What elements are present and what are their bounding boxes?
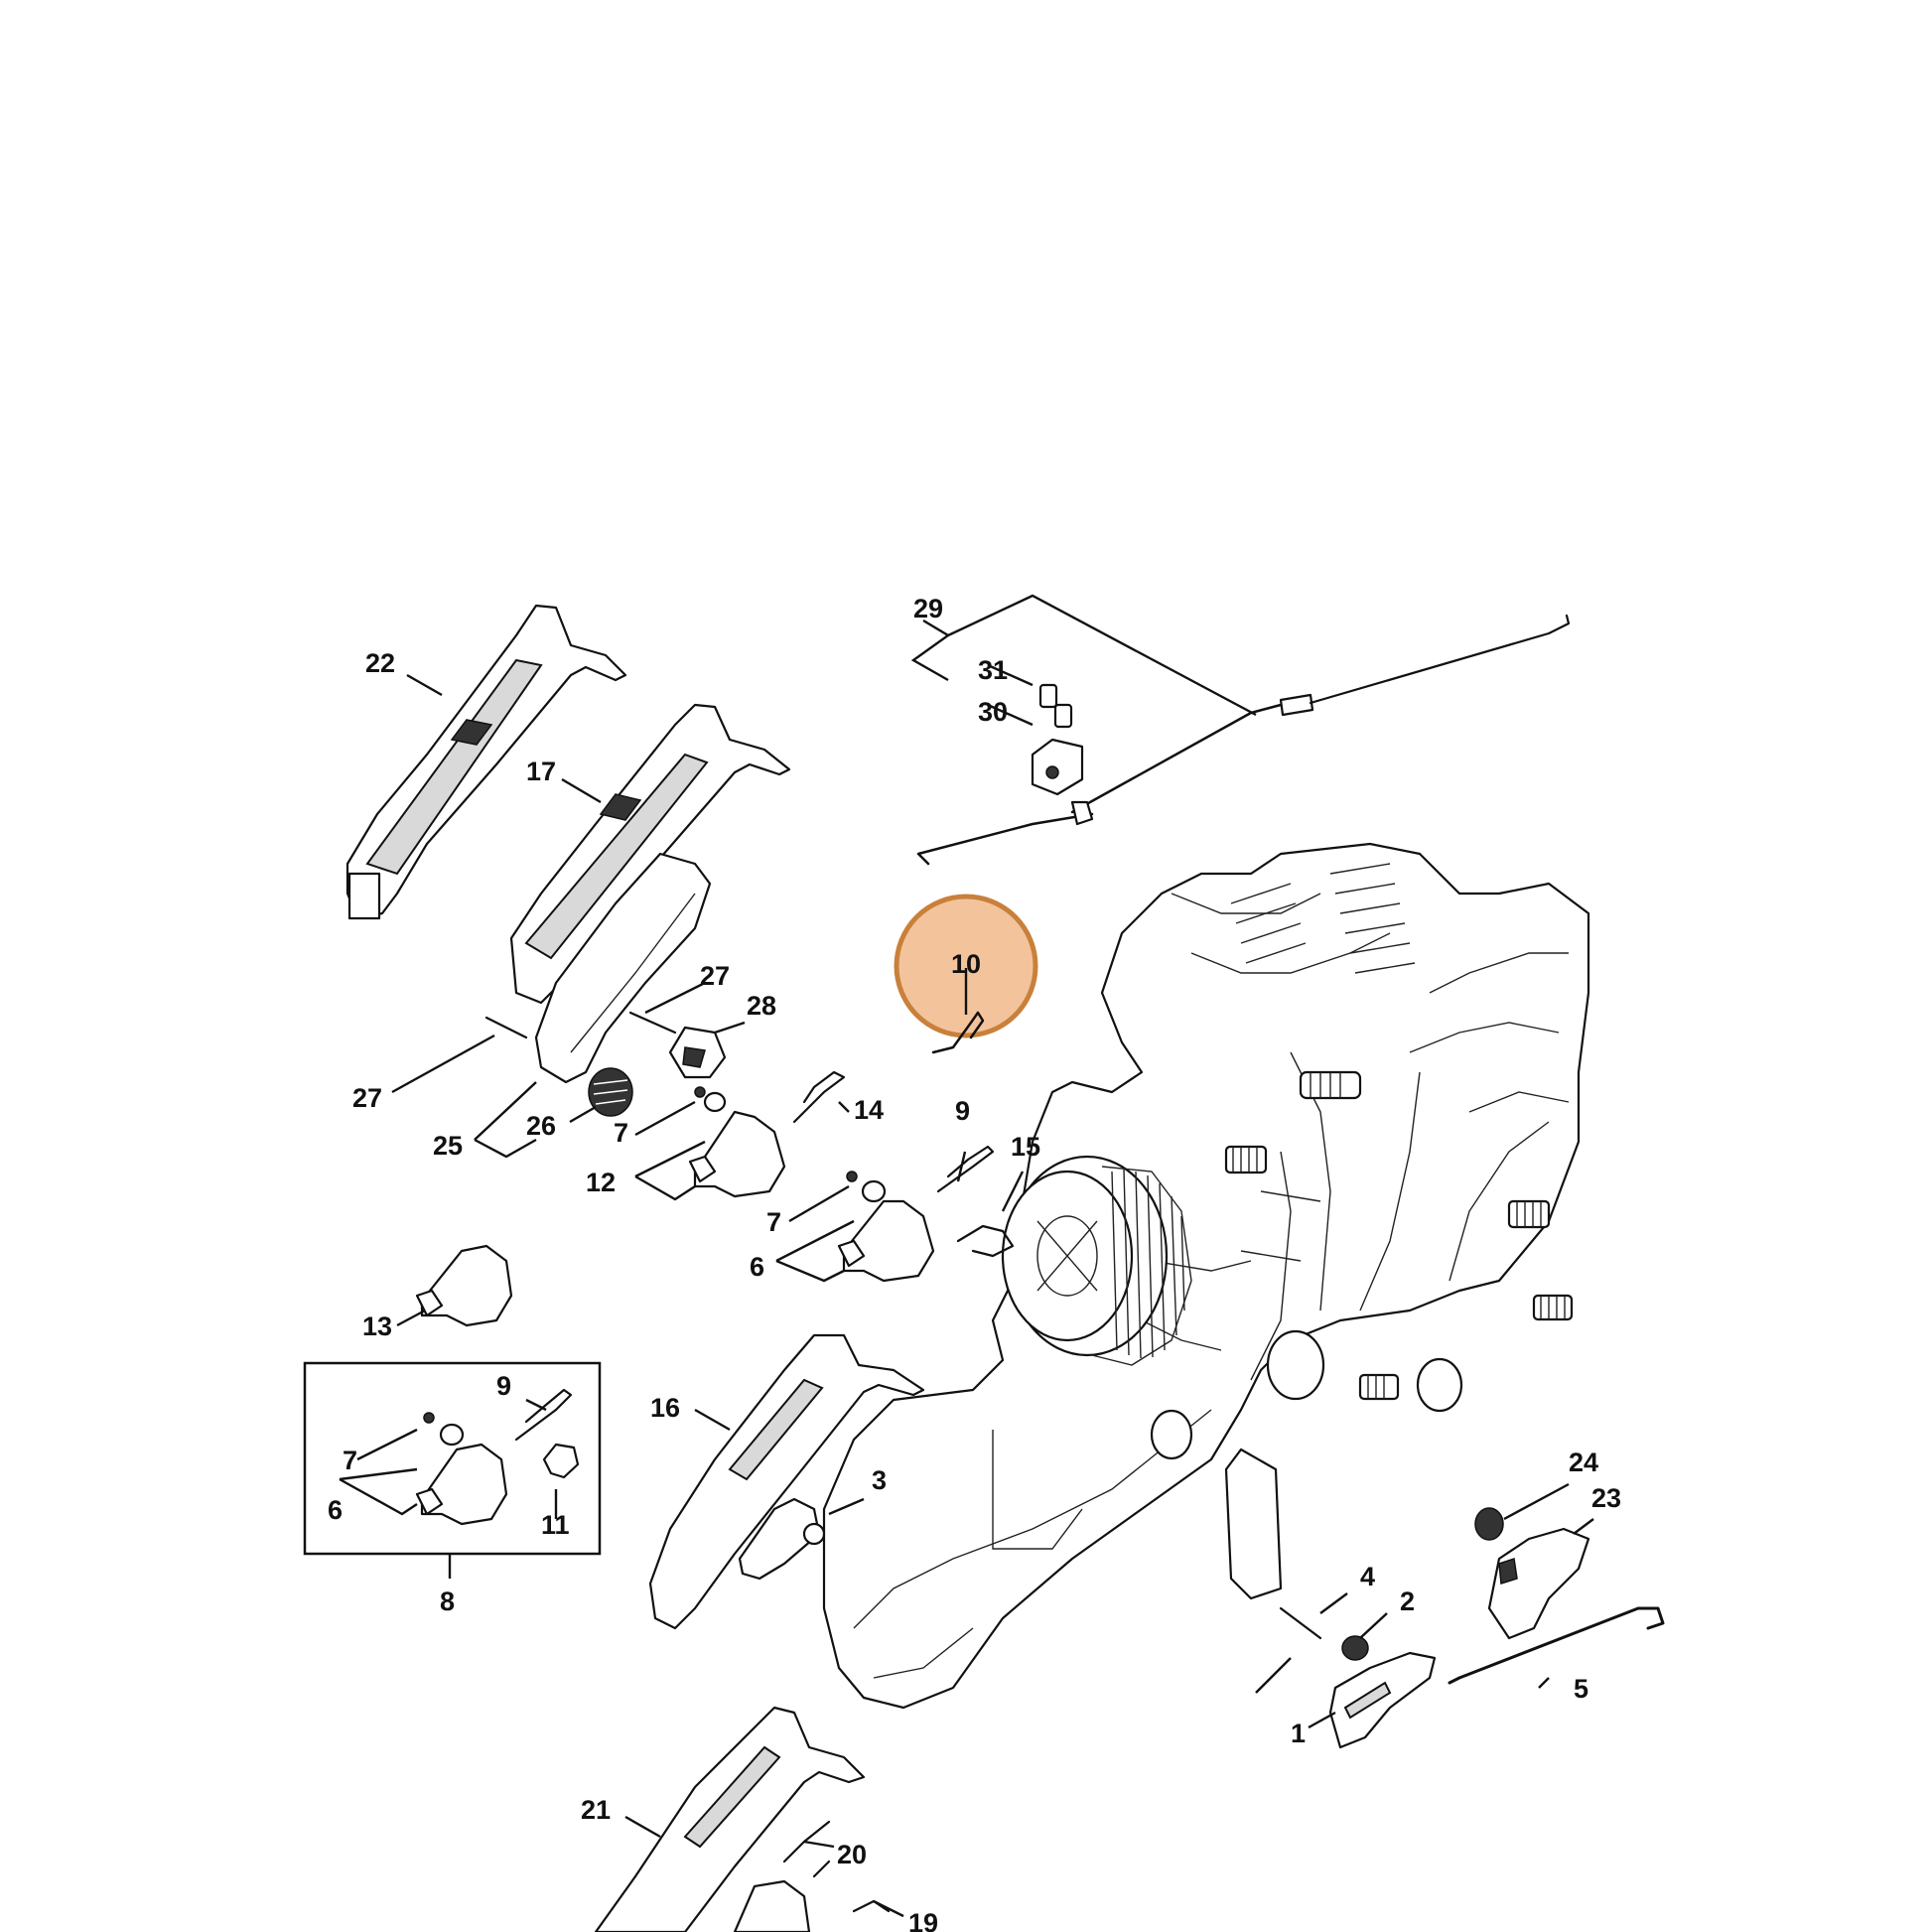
part-29-cable bbox=[916, 614, 1571, 866]
kit-8-box bbox=[303, 1361, 602, 1556]
label-6-middle: 6 bbox=[750, 1252, 764, 1282]
label-7-upper: 7 bbox=[614, 1118, 628, 1148]
part-3-lever bbox=[738, 1497, 826, 1581]
label-27-right: 27 bbox=[700, 961, 730, 991]
label-13: 13 bbox=[362, 1311, 392, 1341]
highlight-part-10[interactable]: 10 bbox=[894, 894, 1038, 1054]
part-19-switch bbox=[733, 1879, 891, 1932]
label-31: 31 bbox=[978, 655, 1008, 685]
part-20-wire bbox=[782, 1820, 831, 1878]
part-24-spring bbox=[1474, 1507, 1504, 1541]
label-5: 5 bbox=[1574, 1674, 1588, 1704]
part-25-handle-moulding bbox=[534, 852, 712, 1084]
label-11: 11 bbox=[541, 1510, 570, 1540]
label-22: 22 bbox=[365, 648, 395, 678]
label-27-left: 27 bbox=[352, 1083, 382, 1113]
label-24: 24 bbox=[1569, 1448, 1598, 1477]
part-12-switch-assembly bbox=[688, 1086, 786, 1198]
label-4: 4 bbox=[1360, 1562, 1375, 1591]
label-2: 2 bbox=[1400, 1587, 1415, 1616]
label-15: 15 bbox=[1011, 1132, 1040, 1162]
label-1: 1 bbox=[1291, 1719, 1306, 1748]
part-4-pin bbox=[1279, 1606, 1322, 1640]
label-21: 21 bbox=[581, 1795, 611, 1825]
part-15-bracket bbox=[956, 1224, 1015, 1258]
label-29: 29 bbox=[913, 594, 943, 623]
label-23: 23 bbox=[1591, 1483, 1621, 1513]
part-14-wire bbox=[792, 1070, 846, 1124]
part-1-trigger bbox=[1328, 1651, 1437, 1749]
label-7-box: 7 bbox=[343, 1446, 357, 1475]
label-20: 20 bbox=[837, 1840, 867, 1869]
label-9-box: 9 bbox=[496, 1371, 511, 1401]
label-19: 19 bbox=[908, 1908, 938, 1932]
leader-lines bbox=[339, 594, 1594, 1918]
label-9-upper: 9 bbox=[955, 1096, 970, 1126]
label-3: 3 bbox=[872, 1465, 887, 1495]
part-2-spring bbox=[1341, 1635, 1369, 1661]
part-9-wire bbox=[936, 1145, 995, 1193]
part-22-handle-shell bbox=[345, 604, 627, 920]
flywheel-fan bbox=[1001, 1155, 1192, 1366]
engine-housing bbox=[822, 842, 1590, 1710]
label-10: 10 bbox=[951, 949, 981, 979]
label-12: 12 bbox=[586, 1168, 616, 1197]
part-16-handle-shell bbox=[648, 1333, 925, 1630]
callout-labels: 22 17 27 25 26 27 28 7 12 14 9 15 7 6 13… bbox=[328, 594, 1621, 1932]
part-23-trigger bbox=[1487, 1527, 1590, 1640]
label-17: 17 bbox=[526, 757, 556, 786]
label-16: 16 bbox=[650, 1393, 680, 1423]
label-14: 14 bbox=[854, 1095, 884, 1125]
part-6-switch-assembly bbox=[837, 1171, 935, 1283]
label-25: 25 bbox=[433, 1131, 463, 1161]
part-30-clamp bbox=[1031, 738, 1084, 796]
part-21-handle-shell bbox=[594, 1706, 866, 1932]
part-26-spring bbox=[588, 1067, 633, 1117]
pin-27a bbox=[484, 1016, 528, 1039]
label-7-middle: 7 bbox=[766, 1207, 781, 1237]
part-5-rod bbox=[1448, 1606, 1665, 1685]
label-8: 8 bbox=[440, 1587, 455, 1616]
label-26: 26 bbox=[526, 1111, 556, 1141]
label-28: 28 bbox=[747, 991, 776, 1021]
label-6-box: 6 bbox=[328, 1495, 343, 1525]
part-31-screws bbox=[1038, 683, 1073, 729]
label-30: 30 bbox=[978, 697, 1008, 727]
part-13-switch-assembly bbox=[415, 1244, 513, 1327]
pin-27b bbox=[628, 1011, 677, 1035]
part-28-housing bbox=[668, 1026, 727, 1079]
